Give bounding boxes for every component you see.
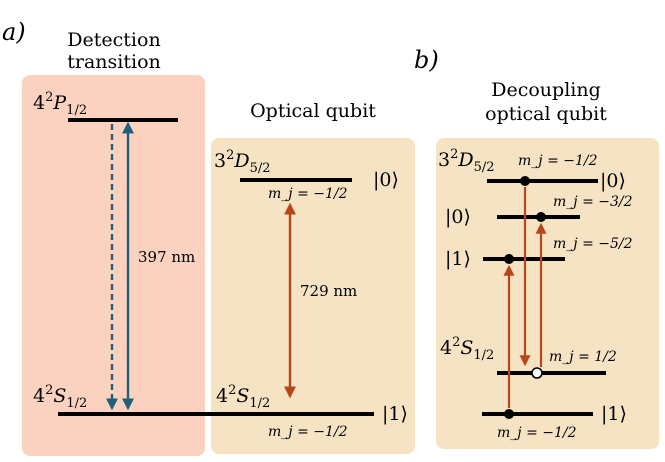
b-mj-mid-label: m_j = −3/2 [553,194,633,210]
detection-title-line1: Detection [67,29,160,51]
b-state-top: |0⟩ [600,170,626,192]
b-mj-s-down-label: m_j = −1/2 [497,425,577,441]
svg-text:42P1/2: 42P1/2 [33,90,87,118]
b-state-mid0: |0⟩ [445,206,471,228]
wavelength-397-label: 397 nm [138,248,195,266]
d-level-label: 32D5/2 [214,148,271,176]
panel-a-label: a) [2,18,26,46]
s-level-label-left: 42S1/2 [33,383,87,411]
b-d-top-dot [520,176,530,186]
b-d-level-label: 32D5/2 [438,147,495,175]
svg-text:32D5/2: 32D5/2 [214,148,271,176]
svg-text:42S1/2: 42S1/2 [33,383,87,411]
detection-transition-box [22,75,205,456]
b-s-level-label: 42S1/2 [440,335,494,363]
p-level-label: 42P1/2 [33,90,87,118]
s-level-label-right: 42S1/2 [216,383,270,411]
b-mj-s-up-label: m_j = 1/2 [549,349,617,365]
d-mj-label: m_j = −1/2 [268,186,348,202]
b-state-mid1: |1⟩ [445,248,471,270]
b-mj-top-label: m_j = −1/2 [518,153,598,169]
b-s-up-dot [531,367,543,379]
b-s-down-dot [504,409,514,419]
svg-text:42S1/2: 42S1/2 [216,383,270,411]
d-state-ket: |0⟩ [373,169,399,191]
detection-title-line2: transition [67,51,161,73]
s-state-ket: |1⟩ [382,403,408,425]
wavelength-729-label: 729 nm [300,282,357,300]
optical-qubit-box [211,138,415,454]
decoupling-title-line2: optical qubit [485,103,607,125]
b-d-low-dot [504,254,514,264]
svg-text:32D5/2: 32D5/2 [438,147,495,175]
svg-text:42S1/2: 42S1/2 [440,335,494,363]
b-mj-low-label: m_j = −5/2 [553,236,633,252]
b-state-bottom: |1⟩ [601,403,627,425]
decoupling-title-line1: Decoupling [491,79,601,101]
panel-b-label: b) [414,46,439,74]
b-d-mid-dot [536,212,546,222]
s-mj-label: m_j = −1/2 [268,424,348,440]
optical-qubit-title: Optical qubit [250,100,376,122]
